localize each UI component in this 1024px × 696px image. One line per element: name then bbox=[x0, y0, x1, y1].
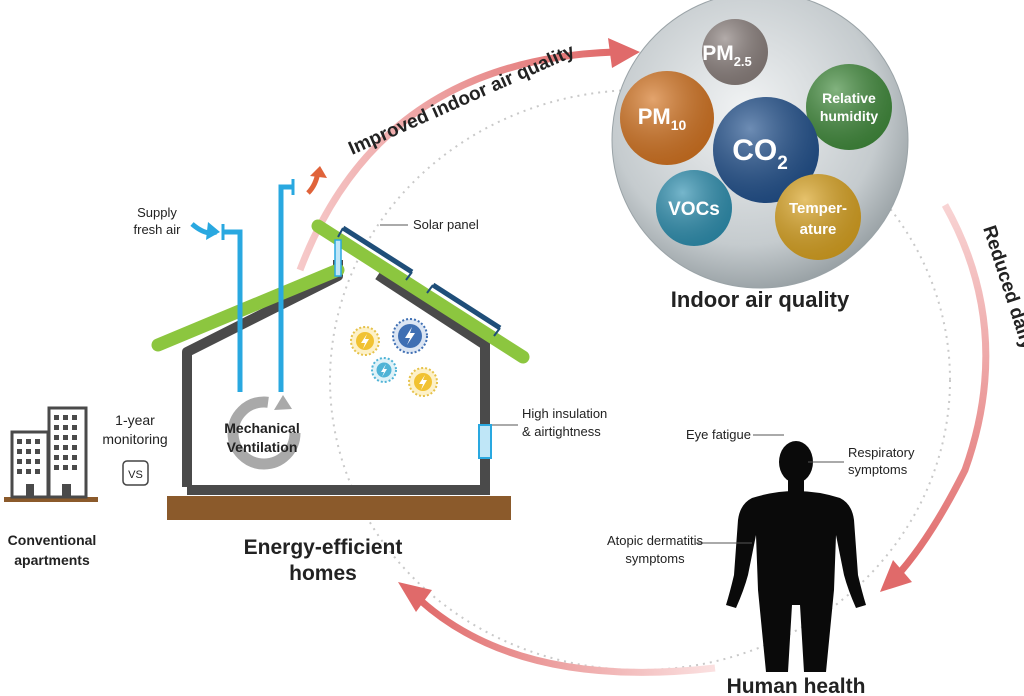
ventilation-label-1: Mechanical bbox=[224, 420, 299, 436]
solar-panel-1 bbox=[341, 225, 414, 275]
svg-text:PM10: PM10 bbox=[638, 104, 687, 133]
insulation-label-1: High insulation bbox=[522, 406, 607, 421]
monitoring-label-2: monitoring bbox=[102, 431, 167, 447]
svg-text:ature: ature bbox=[800, 221, 837, 238]
energy-bolt-icon-1 bbox=[350, 326, 380, 356]
ventilation-label-2: Ventilation bbox=[227, 439, 298, 455]
svg-text:VOCs: VOCs bbox=[668, 199, 720, 220]
vs-label: VS bbox=[128, 469, 143, 481]
arrow-improved-air-quality bbox=[296, 38, 640, 272]
air-quality-title: Indoor air quality bbox=[671, 287, 850, 312]
energy-bolt-icon-2 bbox=[392, 318, 428, 354]
relative-humidity-bubble: Relative humidity bbox=[806, 64, 892, 150]
homes-title-2: homes bbox=[289, 562, 357, 585]
energy-bolt-icon-3 bbox=[371, 357, 397, 383]
house bbox=[151, 219, 530, 520]
eye-fatigue-label: Eye fatigue bbox=[686, 427, 751, 442]
monitoring-label-1: 1-year bbox=[115, 412, 155, 428]
temperature-bubble: Temper- ature bbox=[775, 174, 861, 260]
arrow-reduced-risks bbox=[880, 203, 990, 592]
svg-text:humidity: humidity bbox=[820, 108, 879, 124]
conventional-label-1: Conventional bbox=[8, 532, 97, 548]
atopic-label-1: Atopic dermatitis bbox=[607, 533, 704, 548]
human-health-title: Human health bbox=[727, 675, 866, 696]
supply-air-arrow-icon bbox=[190, 222, 220, 240]
svg-text:Relative: Relative bbox=[822, 90, 876, 106]
supply-label-1: Supply bbox=[137, 205, 177, 220]
ventilation-ducts bbox=[221, 179, 295, 392]
energy-bolt-icon-4 bbox=[408, 367, 438, 397]
insulation-window bbox=[478, 424, 492, 459]
solar-panel-label: Solar panel bbox=[413, 217, 479, 232]
dotted-cycle-ring bbox=[329, 89, 951, 671]
house-ground bbox=[167, 496, 511, 520]
vocs-bubble: VOCs bbox=[656, 170, 732, 246]
roof-left bbox=[151, 263, 345, 352]
svg-text:Temper-: Temper- bbox=[789, 200, 847, 217]
conventional-label-2: apartments bbox=[14, 552, 90, 568]
homes-title-1: Energy-efficient bbox=[244, 536, 403, 559]
solar-panel-2 bbox=[431, 282, 502, 331]
arrow-back-to-homes bbox=[398, 582, 716, 676]
insulation-label-2: & airtightness bbox=[522, 424, 601, 439]
ventilation-cycle-icon bbox=[227, 395, 301, 470]
vs-badge bbox=[122, 460, 149, 486]
apartment-building-icon bbox=[4, 406, 98, 502]
svg-text:CO2: CO2 bbox=[732, 134, 788, 174]
pm10-bubble: PM10 bbox=[620, 71, 714, 165]
roof-right bbox=[311, 219, 530, 364]
pm25-bubble: PM2.5 bbox=[702, 19, 768, 85]
atopic-label-2: symptoms bbox=[625, 551, 685, 566]
supply-label-2: fresh air bbox=[134, 222, 182, 237]
svg-text:PM2.5: PM2.5 bbox=[702, 42, 752, 69]
co2-bubble: CO2 bbox=[713, 97, 819, 203]
human-body-silhouette bbox=[726, 441, 866, 672]
exhaust-air-arrow-icon bbox=[306, 166, 327, 195]
respiratory-label-1: Respiratory bbox=[848, 445, 915, 460]
respiratory-label-2: symptoms bbox=[848, 462, 908, 477]
